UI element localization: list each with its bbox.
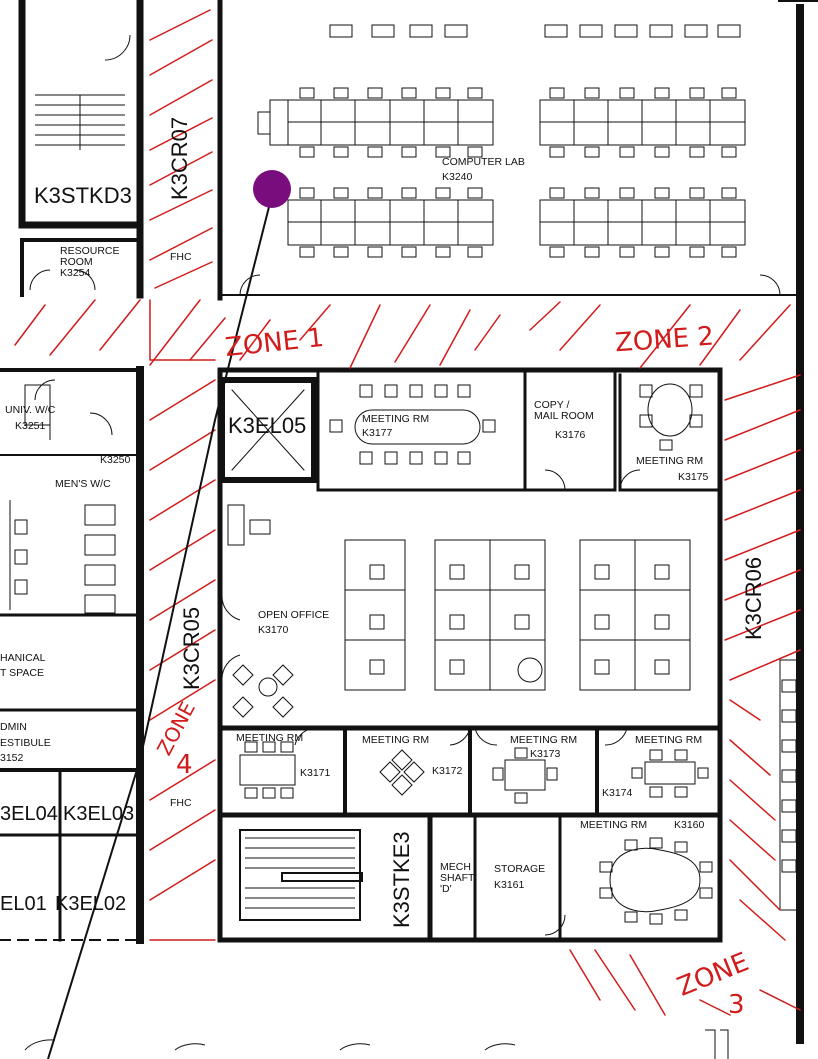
room-k3cr07: K3CR07 xyxy=(167,116,192,200)
room-resource: RESOURCE ROOM K3254 xyxy=(60,245,120,280)
room-meeting-k3175: MEETING RM xyxy=(636,455,704,467)
bottom-fixtures xyxy=(24,1029,729,1059)
room-meeting-k3160: MEETING RM xyxy=(580,819,648,831)
room-k3el02: K3EL02 xyxy=(55,893,127,915)
room-meeting-k3172: MEETING RM xyxy=(362,734,430,746)
door-swings xyxy=(29,34,641,936)
room-k3el03: K3EL03 xyxy=(63,803,135,825)
room-k3cr06: K3CR06 xyxy=(741,556,766,640)
room-vestibule: ESTIBULE xyxy=(0,737,51,749)
stair-treads xyxy=(35,94,363,909)
meeting-row-furniture xyxy=(239,741,709,804)
room-meeting-k3174-num: K3174 xyxy=(602,787,633,799)
restroom-fixtures xyxy=(9,384,116,614)
room-k3stkd3: K3STKD3 xyxy=(34,183,132,208)
room-admin: DMIN xyxy=(0,721,27,733)
room-mens-wc: MEN'S W/C xyxy=(55,478,111,490)
room-copy-mail-num: K3176 xyxy=(555,429,586,441)
room-univ-wc: UNIV. W/C xyxy=(5,404,56,416)
room-meeting-k3177-num: K3177 xyxy=(362,427,393,439)
room-copy-mail: COPY / MAIL ROOM xyxy=(534,399,594,423)
room-k3el05: K3EL05 xyxy=(228,413,307,438)
room-meeting-k3172-num: K3172 xyxy=(432,765,463,777)
room-meeting-k3177: MEETING RM xyxy=(362,413,430,425)
room-k3152: 3152 xyxy=(0,752,24,764)
label-fhc-bottom: FHC xyxy=(170,797,192,809)
room-meeting-k3171-num: K3171 xyxy=(300,767,331,779)
label-fhc-top: FHC xyxy=(170,251,192,263)
room-storage: STORAGE xyxy=(494,863,546,875)
meeting-k3175-table xyxy=(639,383,703,451)
room-k3el04: 3EL04 xyxy=(0,803,58,825)
room-meeting-k3175-num: K3175 xyxy=(678,471,709,483)
meeting-k3160-table xyxy=(599,837,713,925)
zone-hatching xyxy=(14,9,801,1016)
room-mech-shaft: MECH SHAFT 'D' xyxy=(440,861,475,896)
markup-lines xyxy=(47,194,273,1059)
room-meeting-k3174: MEETING RM xyxy=(635,734,703,746)
computer-lab-desks xyxy=(239,24,781,296)
room-mechanical: HANICAL xyxy=(0,652,46,664)
right-windows xyxy=(779,659,801,911)
room-meeting-k3173-num: K3173 xyxy=(530,748,561,760)
room-computer-lab-num: K3240 xyxy=(442,171,473,183)
location-marker[interactable] xyxy=(253,170,291,208)
room-k3el01: EL01 xyxy=(0,893,47,915)
room-k3stke3: K3STKE3 xyxy=(389,831,414,928)
room-k3250: K3250 xyxy=(100,454,131,466)
open-office-workstations xyxy=(227,504,691,718)
room-open-office: OPEN OFFICE xyxy=(258,609,330,621)
room-computer-lab: COMPUTER LAB xyxy=(442,156,525,168)
zone-4-label-b: 4 xyxy=(176,750,193,780)
room-meeting-k3173: MEETING RM xyxy=(510,734,578,746)
room-meeting-k3171: MEETING RM xyxy=(236,732,304,744)
room-storage-num: K3161 xyxy=(494,879,525,891)
zone-3-label-b: 3 xyxy=(728,990,745,1020)
room-mech-space: T SPACE xyxy=(0,667,44,679)
room-open-office-num: K3170 xyxy=(258,624,289,636)
room-meeting-k3160-num: K3160 xyxy=(674,819,705,831)
meeting-k3177-table xyxy=(329,384,496,465)
room-univ-wc-num: K3251 xyxy=(15,420,46,432)
room-k3cr05: K3CR05 xyxy=(179,606,204,690)
